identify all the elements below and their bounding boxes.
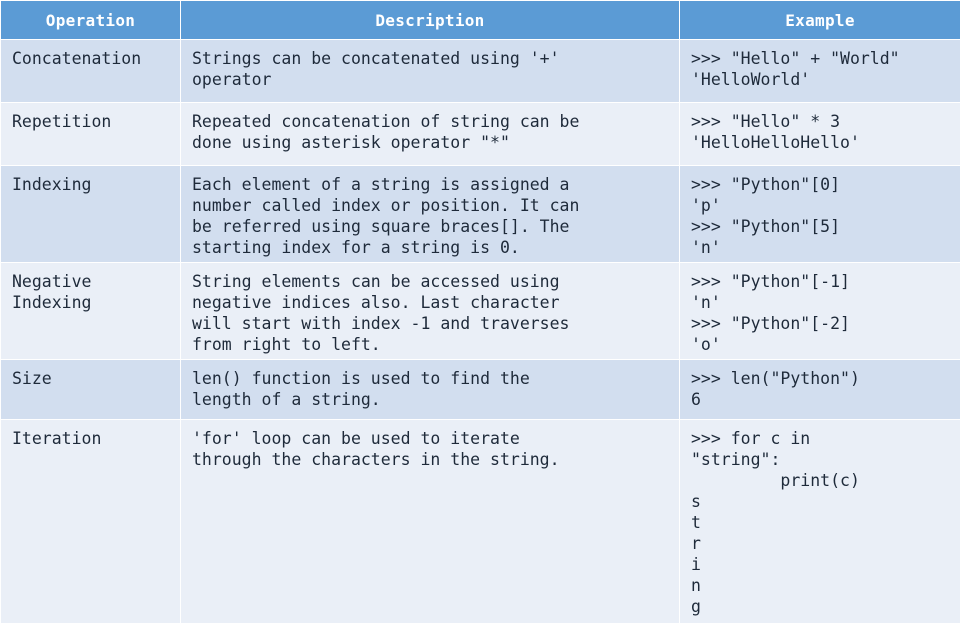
table-row: Iteration 'for' loop can be used to iter… [0,419,960,624]
description-cell: String elements can be accessed using ne… [180,262,680,360]
table-row: Negative Indexing String elements can be… [0,262,960,360]
operation-cell: Size [0,359,181,420]
description-cell: Each element of a string is assigned a n… [180,165,680,263]
example-cell: >>> "Hello" * 3 'HelloHelloHello' [679,102,960,166]
example-cell: >>> for c in "string": print(c) s t r i … [679,419,960,624]
table-row: Concatenation Strings can be concatenate… [0,39,960,103]
example-cell: >>> "Python"[-1] 'n' >>> "Python"[-2] 'o… [679,262,960,360]
header-operation: Operation [0,0,181,40]
operation-cell: Repetition [0,102,181,166]
operation-cell: Indexing [0,165,181,263]
example-cell: >>> "Hello" + "World" 'HelloWorld' [679,39,960,103]
example-cell: >>> len("Python") 6 [679,359,960,420]
header-example: Example [679,0,960,40]
example-cell: >>> "Python"[0] 'p' >>> "Python"[5] 'n' [679,165,960,263]
operation-cell: Negative Indexing [0,262,181,360]
description-cell: len() function is used to find the lengt… [180,359,680,420]
description-cell: 'for' loop can be used to iterate throug… [180,419,680,624]
table-row: Indexing Each element of a string is ass… [0,165,960,263]
description-cell: Repeated concatenation of string can be … [180,102,680,166]
header-description: Description [180,0,680,40]
description-cell: Strings can be concatenated using '+' op… [180,39,680,103]
header-row: Operation Description Example [0,0,960,40]
table-row: Size len() function is used to find the … [0,359,960,420]
operation-cell: Iteration [0,419,181,624]
operation-cell: Concatenation [0,39,181,103]
table-row: Repetition Repeated concatenation of str… [0,102,960,166]
